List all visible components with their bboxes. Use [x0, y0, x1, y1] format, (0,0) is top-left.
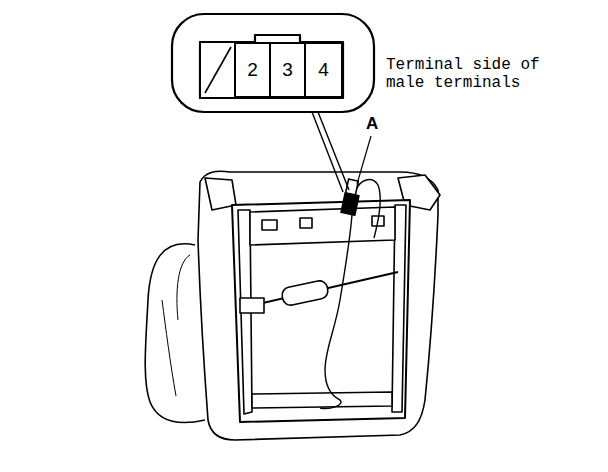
harness-wire — [320, 215, 352, 408]
connector-a — [341, 193, 359, 215]
terminal-cavity: 4 — [304, 42, 343, 98]
connector-face — [200, 35, 343, 98]
leader-line — [357, 136, 371, 184]
frame-slot — [300, 218, 312, 228]
frame-crossbar — [252, 392, 392, 408]
pin-number: 3 — [282, 59, 293, 81]
terminal-cavity: 3 — [269, 42, 306, 98]
view-note: Terminal side of male terminals — [386, 56, 556, 92]
callout-line — [312, 112, 343, 192]
connector-cavity — [200, 42, 236, 98]
seat-cushion — [145, 244, 205, 423]
lumbar-rod — [250, 272, 398, 306]
cushion-seam — [162, 300, 176, 396]
seat-back — [198, 171, 438, 440]
frame-slot — [262, 220, 277, 230]
callout-line — [318, 112, 349, 190]
blank-cavity-slash — [205, 47, 231, 93]
pin-number: 2 — [247, 59, 258, 81]
pin-number: 4 — [318, 59, 329, 81]
lumbar-cylinder — [281, 279, 330, 306]
callout-bubble — [172, 14, 374, 112]
cushion-seam — [177, 255, 190, 320]
rod-bracket — [240, 298, 264, 313]
frame-crossbar — [250, 207, 395, 245]
terminal-cavity: 2 — [234, 42, 271, 98]
callout-letter: A — [366, 114, 378, 134]
harness-wire — [356, 180, 380, 238]
back-frame — [232, 200, 410, 422]
